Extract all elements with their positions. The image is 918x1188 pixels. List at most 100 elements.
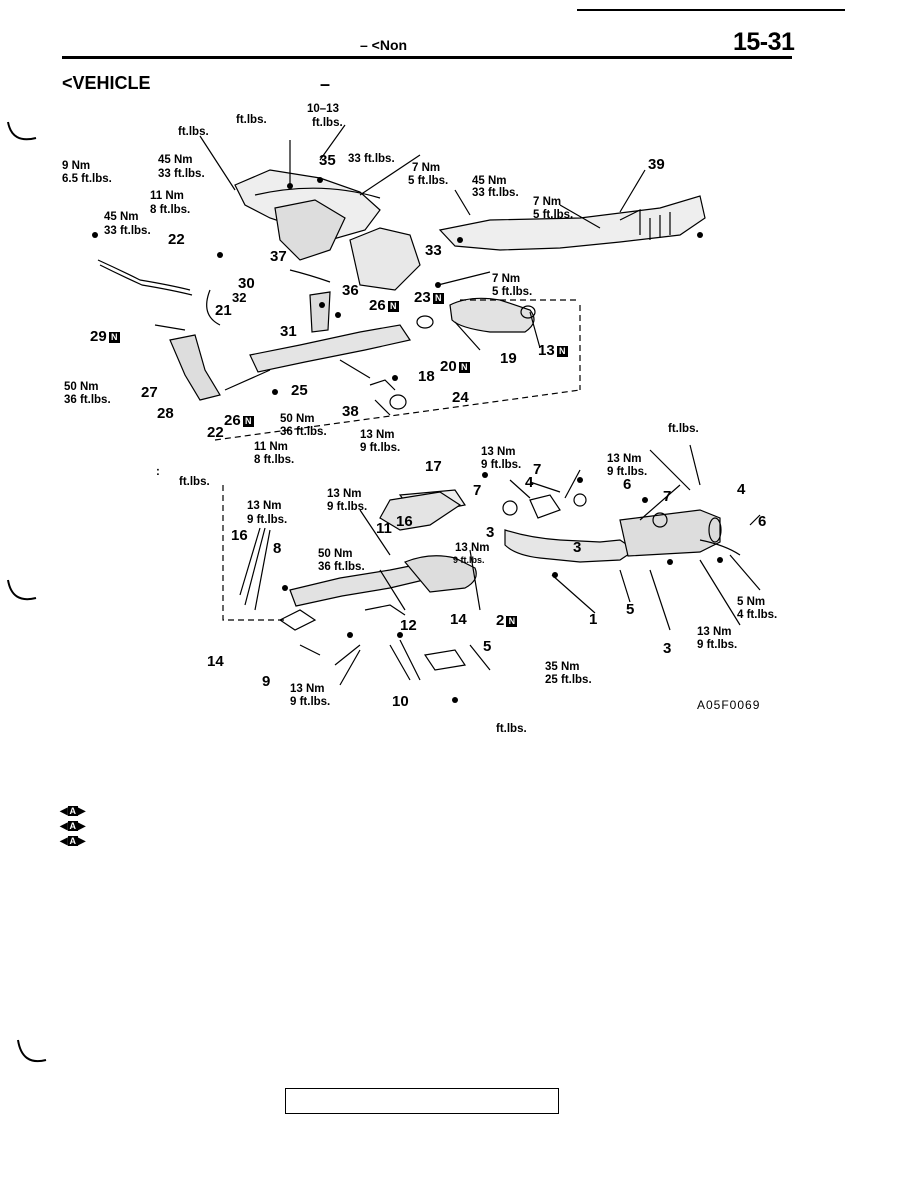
- callout-number: 4: [737, 481, 746, 498]
- marker-letter: A: [67, 806, 78, 816]
- torque-label: 8 ft.lbs.: [150, 204, 191, 216]
- header-rule: [62, 56, 792, 59]
- torque-label: 5 ft.lbs.: [408, 175, 449, 187]
- binder-hole-mark: [7, 121, 37, 141]
- binder-hole-mark: [17, 1039, 47, 1062]
- stray-mark: :: [156, 466, 160, 478]
- page-number: 15-31: [733, 28, 795, 56]
- callout-number: 27: [141, 384, 158, 401]
- torque-label: 13 Nm: [481, 446, 516, 458]
- torque-label: 50 Nm: [280, 413, 315, 425]
- callout-number: 3: [663, 640, 672, 657]
- top-rule: [577, 9, 845, 11]
- callout-number: 7: [663, 488, 672, 505]
- callout-number: 16: [396, 513, 413, 530]
- right-triangle-icon: ▶: [77, 836, 86, 847]
- torque-label: 7 Nm: [412, 162, 441, 174]
- torque-label: 9 Nm: [62, 160, 91, 172]
- callout-number: 1: [589, 611, 598, 628]
- torque-label: 5 Nm: [737, 596, 766, 608]
- callout-number: 37: [270, 248, 287, 265]
- torque-label: 11 Nm: [150, 190, 184, 202]
- torque-label: 11 Nm: [254, 441, 288, 453]
- torque-label: 9 ft.lbs.: [290, 696, 331, 708]
- callout-number: 22: [207, 424, 224, 441]
- right-triangle-icon: ▶: [77, 806, 86, 817]
- callout-number: 10: [392, 693, 409, 710]
- callout-number: 33: [425, 242, 442, 259]
- callout-number: 5: [483, 638, 492, 655]
- callout-number: 14: [207, 653, 224, 670]
- torque-label: 13 Nm: [697, 626, 732, 638]
- torque-label: 13 Nm: [455, 542, 490, 554]
- torque-label: 9 ft.lbs.: [327, 501, 368, 513]
- callout-number: 19: [500, 350, 517, 367]
- torque-label: 33 ft.lbs.: [158, 168, 205, 180]
- torque-label: 50 Nm: [318, 548, 353, 560]
- torque-label: 7 Nm: [533, 196, 562, 208]
- torque-label: 13 Nm: [290, 683, 325, 695]
- torque-label: 13 Nm: [247, 500, 282, 512]
- torque-label: 35 Nm: [545, 661, 580, 673]
- torque-label: ft.lbs.: [312, 117, 343, 129]
- new-part-badge: N: [108, 332, 120, 343]
- new-part-badge: N: [387, 301, 399, 312]
- new-part-badge: N: [432, 293, 444, 304]
- callout-number: 38: [342, 403, 359, 420]
- torque-label: ft.lbs.: [179, 476, 210, 488]
- section-title: <VEHICLE: [62, 73, 151, 93]
- callout-number: 35: [319, 152, 336, 169]
- torque-label: 9 ft.lbs.: [697, 639, 738, 651]
- callout-number: 7: [473, 482, 482, 499]
- torque-label: 8 ft.lbs.: [254, 454, 295, 466]
- callout-number: 25: [291, 382, 308, 399]
- torque-label: 36 ft.lbs.: [280, 426, 327, 438]
- footer-box: [285, 1088, 559, 1114]
- torque-label: 36 ft.lbs.: [318, 561, 365, 573]
- callout-number: 17: [425, 458, 442, 475]
- torque-label: 13 Nm: [327, 488, 362, 500]
- new-part-badge: N: [242, 416, 254, 427]
- callout-number: 24: [452, 389, 469, 406]
- torque-label: 7 Nm: [492, 273, 521, 285]
- torque-label: 36 ft.lbs.: [64, 394, 111, 406]
- torque-label: ft.lbs.: [178, 126, 209, 138]
- callout-number: 6: [758, 513, 767, 530]
- exhaust-system-diagram: [92, 124, 761, 703]
- callout-number: 39: [648, 156, 665, 173]
- title-dash: –: [320, 74, 331, 94]
- callout-number: 11: [376, 520, 392, 537]
- callout-number: 30: [238, 275, 255, 292]
- callout-number: 3: [573, 539, 582, 556]
- callout-number: 28: [157, 405, 174, 422]
- service-marker-a: ◀A▶: [60, 801, 85, 817]
- callout-number: 16: [231, 527, 248, 544]
- callout-number: 4: [525, 474, 534, 491]
- callout-number: 36: [342, 282, 359, 299]
- service-marker-a: ◀A▶: [60, 816, 85, 832]
- callout-number: 9: [262, 673, 271, 690]
- torque-label: 45 Nm: [158, 154, 193, 166]
- torque-label: 6.5 ft.lbs.: [62, 173, 112, 185]
- callout-number: 31: [280, 323, 297, 340]
- callout-number: 32: [232, 290, 247, 305]
- torque-label: 25 ft.lbs.: [545, 674, 592, 686]
- new-part-badge: N: [556, 346, 568, 357]
- callout-number: 6: [623, 476, 632, 493]
- torque-label: 13 Nm: [360, 429, 395, 441]
- torque-label: 9 ft.lbs.: [453, 555, 485, 565]
- figure-id: A05F0069: [697, 698, 761, 712]
- torque-label: 33 ft.lbs.: [348, 153, 395, 165]
- torque-label: 45 Nm: [104, 211, 139, 223]
- callout-number: 12: [400, 617, 417, 634]
- binder-hole-mark: [7, 579, 37, 601]
- torque-label: 33 ft.lbs.: [104, 225, 151, 237]
- torque-label: 10–13: [307, 103, 339, 115]
- callout-number: 18: [418, 368, 435, 385]
- left-triangle-icon: ◀: [60, 821, 68, 832]
- left-triangle-icon: ◀: [60, 806, 68, 817]
